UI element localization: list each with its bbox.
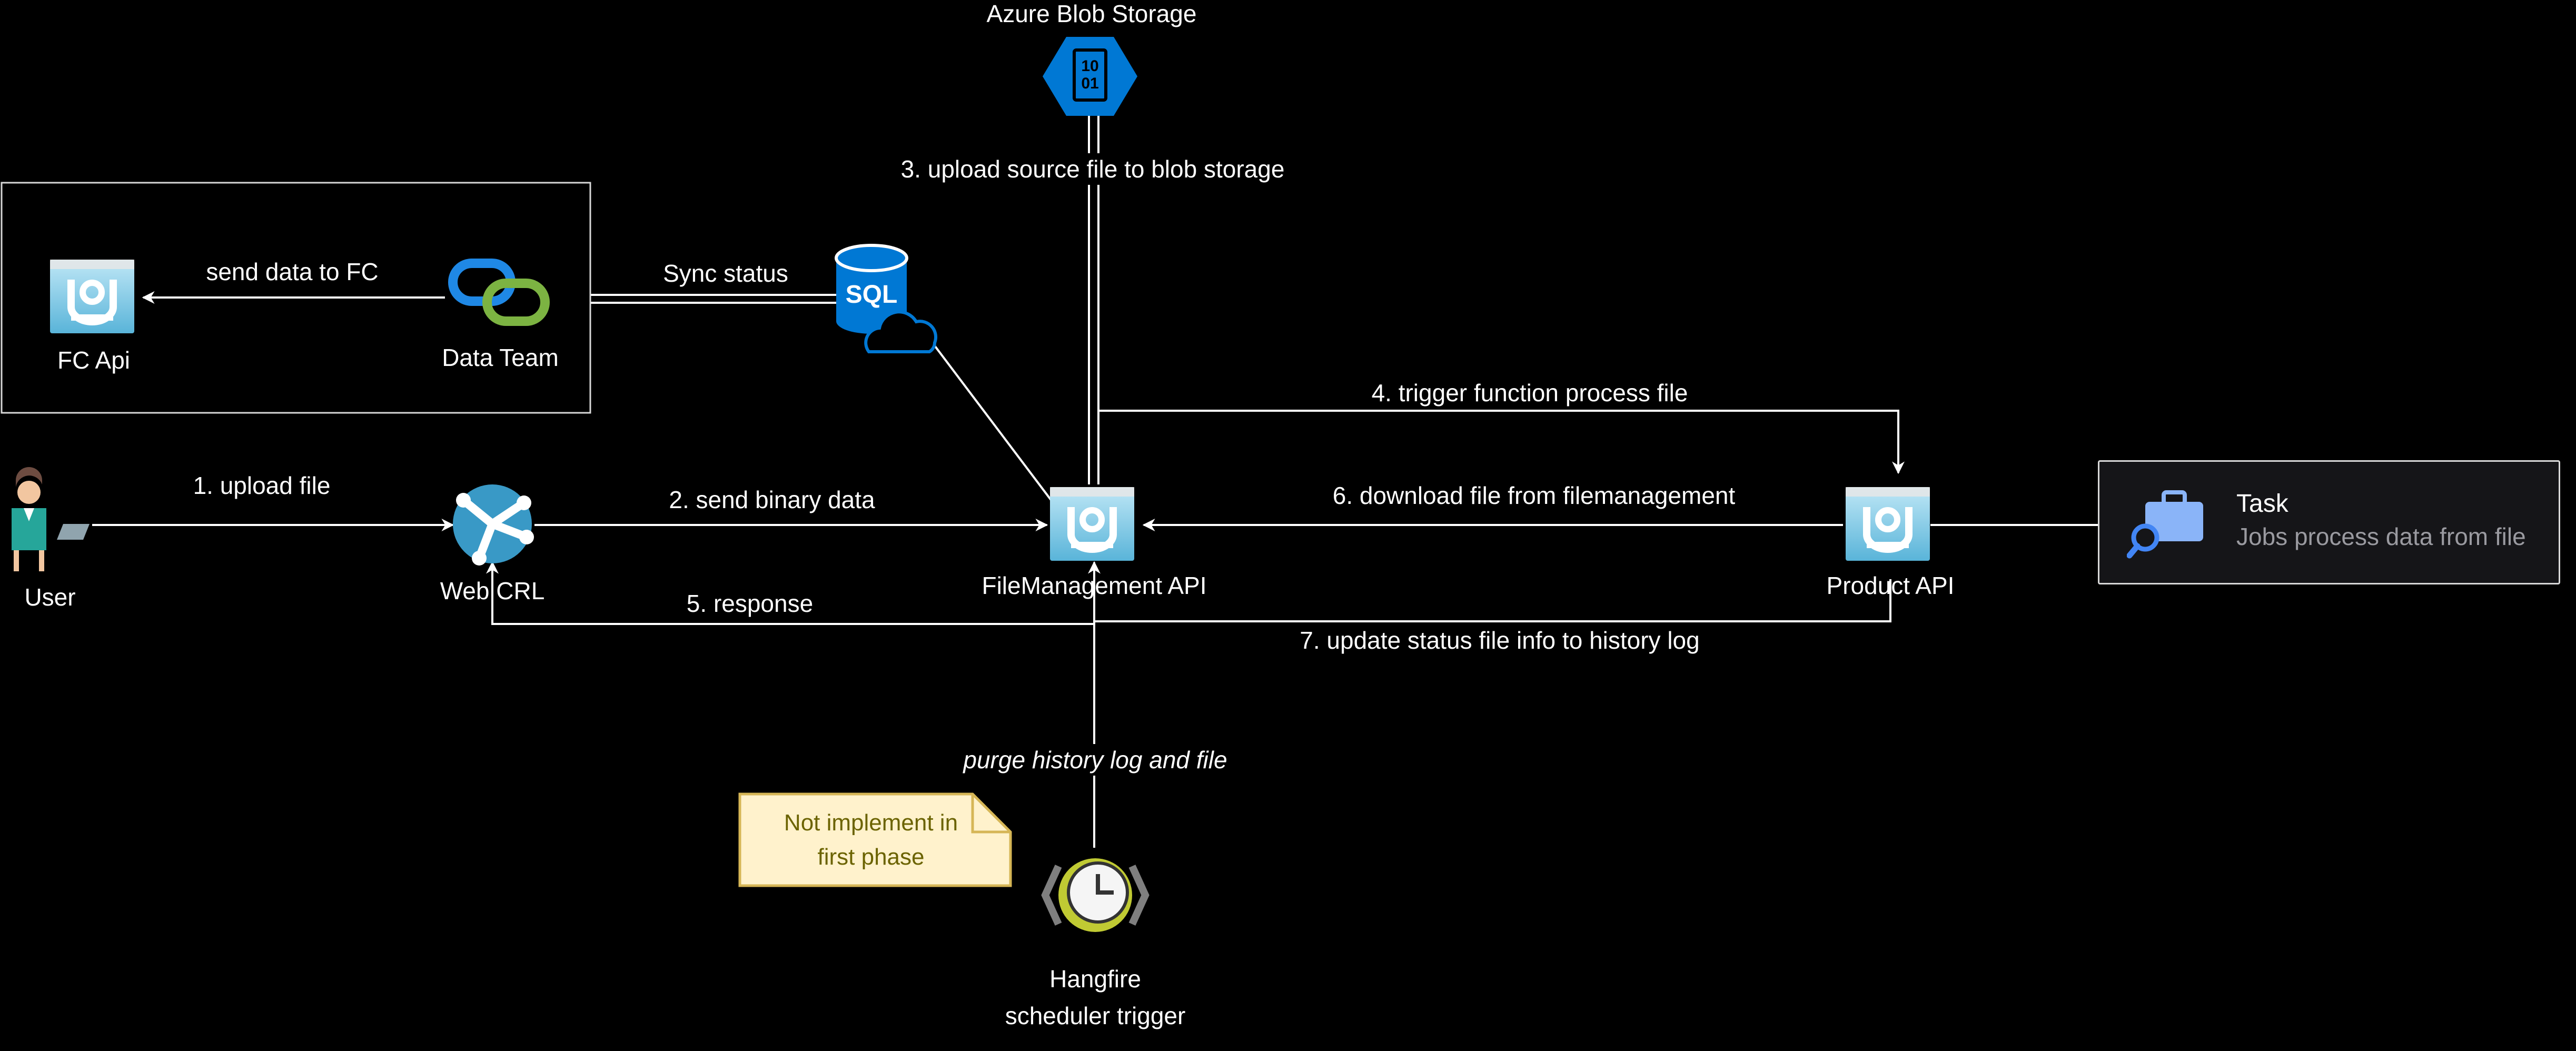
label-update-status: 7. update status file info to history lo… [1300,627,1699,654]
label-trigger-function: 4. trigger function process file [1372,379,1688,406]
user-icon [12,467,90,571]
group-box-data-team [1,182,591,414]
label-sync-status: Sync status [663,260,788,287]
edge-sql-to-filemanagement [931,341,1054,504]
blob-storage-icon [1043,37,1137,116]
hangfire-label-line2: scheduler trigger [1005,1002,1186,1029]
label-download-file: 6. download file from filemanagement [1333,482,1736,509]
filemanagement-api-node[interactable]: FileManagement API [982,487,1207,599]
edge-update-status [1094,579,1891,622]
task-title: Task [2236,490,2288,518]
filemanagement-api-label: FileManagement API [982,572,1206,599]
note-line2: first phase [818,844,925,870]
cloud-icon [864,310,937,353]
edge-trigger-function [1098,410,1905,474]
label-purge: purge history log and file [962,746,1227,774]
edge-labels: send data to FC Sync status 1. upload fi… [193,153,1736,776]
product-api-label: Product API [1827,572,1955,599]
web-crl-label: Web CRL [440,577,545,604]
blob-storage-label: Azure Blob Storage [987,0,1197,27]
data-team-label: Data Team [442,344,559,371]
hangfire-label-line1: Hangfire [1049,965,1141,993]
task-subtitle: Jobs process data from file [2236,523,2526,550]
phase-note: Not implement in first phase [738,792,1012,890]
filemanagement-api-icon [1050,487,1134,561]
edge-sync-status [590,294,843,304]
product-api-node[interactable]: Product API [1827,487,1955,599]
user-node[interactable]: User [12,467,90,611]
fc-api-icon [50,260,134,333]
label-send-binary-data: 2. send binary data [669,486,875,513]
fc-api-node[interactable]: FC Api [50,260,134,374]
blob-icon-text-bottom: 01 [1081,75,1098,92]
label-upload-to-blob: 3. upload source file to blob storage [901,155,1285,183]
label-response: 5. response [687,590,813,617]
edges [92,111,2098,848]
sql-database-node[interactable]: SQL [835,244,937,353]
hangfire-node[interactable]: Hangfire scheduler trigger [1005,858,1186,1029]
label-send-data-to-fc: send data to FC [206,258,378,285]
web-crl-node[interactable]: Web CRL [440,484,545,604]
scheduler-clock-icon [1041,858,1150,932]
task-card[interactable]: Task Jobs process data from file [2098,460,2560,584]
blob-icon-text-top: 10 [1081,57,1098,75]
data-team-node[interactable]: Data Team [442,259,559,371]
sql-icon-text: SQL [846,281,898,309]
user-label: User [24,583,75,611]
label-upload-file: 1. upload file [193,472,331,499]
note-line1: Not implement in [784,810,958,836]
azure-blob-storage-node[interactable]: 10 01 Azure Blob Storage [987,0,1197,116]
link-icon-green [482,279,550,326]
briefcase-search-icon [2126,490,2206,561]
product-api-icon [1846,487,1930,561]
fc-api-label: FC Api [57,346,130,374]
